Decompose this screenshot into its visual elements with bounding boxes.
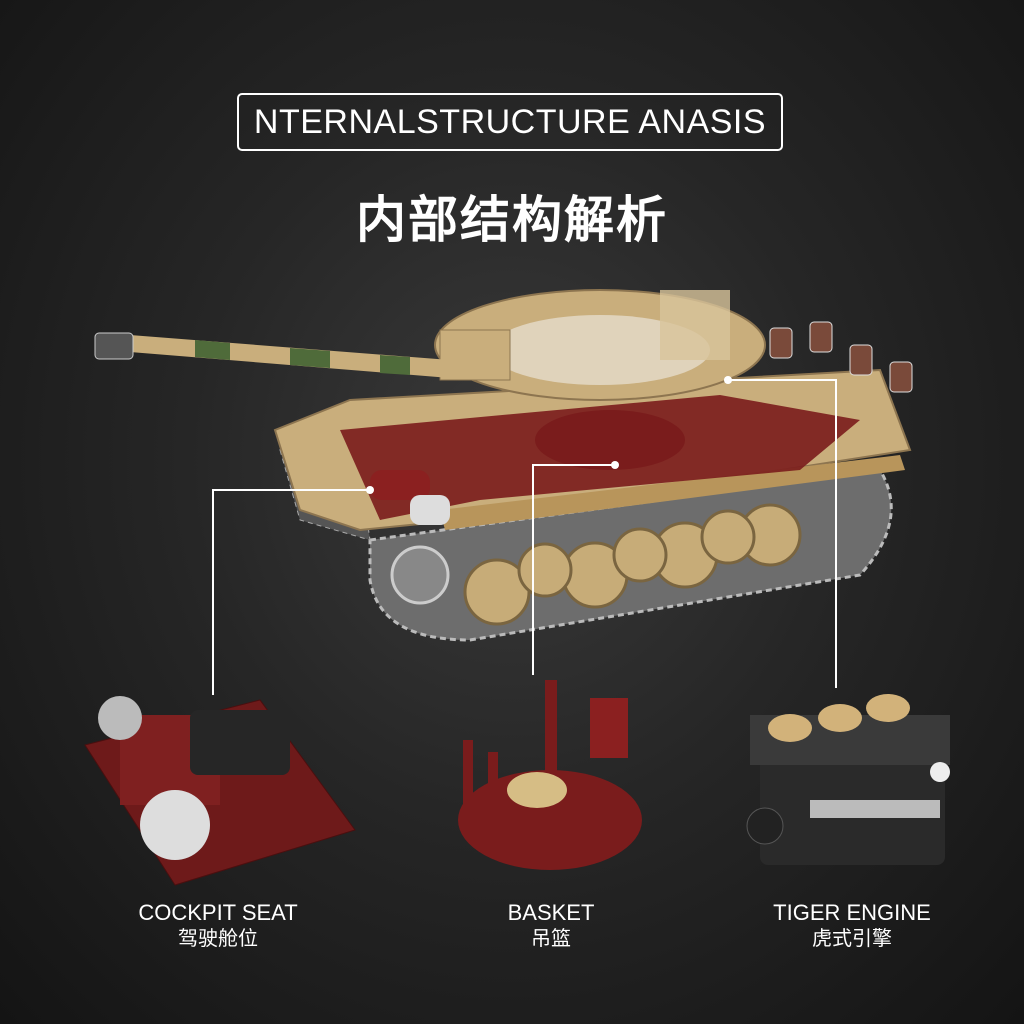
english-title: NTERNALSTRUCTURE ANASIS [253,102,767,141]
exhaust-pipes [769,321,913,393]
part-name-en: TIGER ENGINE [773,900,931,925]
part-name-zh: 虎式引擎 [812,928,892,950]
tank-gun-barrel [94,332,450,378]
chinese-title: 内部结构解析 [356,192,668,248]
part-name-en: COCKPIT SEAT [138,900,298,925]
part-label-tiger-engine: TIGER ENGINE 虎式引擎 [722,899,982,953]
english-title-box: NTERNALSTRUCTURE ANASIS [237,93,783,151]
basket-part [458,680,642,870]
callout-dots [366,376,732,494]
part-name-zh: 吊篮 [531,928,571,950]
cockpit-seat-part [84,696,356,886]
callout-lines [212,379,837,695]
part-label-basket: BASKET 吊篮 [421,899,681,953]
part-label-cockpit-seat: COCKPIT SEAT 驾驶舱位 [88,899,348,953]
part-name-zh: 驾驶舱位 [178,928,258,950]
part-name-en: BASKET [507,900,595,925]
road-wheels [390,503,802,626]
tiger-engine-part [746,694,950,865]
tank-turret [434,289,766,470]
